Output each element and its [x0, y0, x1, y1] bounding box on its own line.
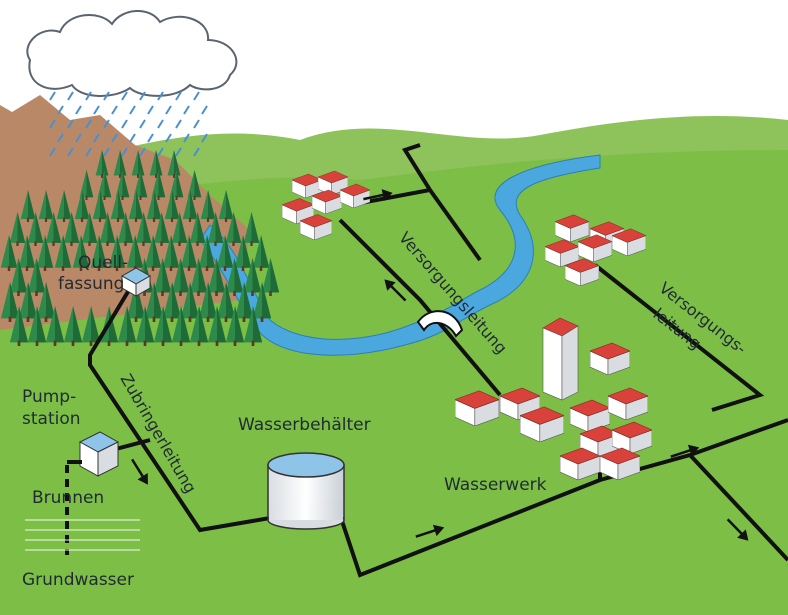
label-wasserwerk: Wasserwerk — [444, 475, 547, 495]
versorgungsleitung-mid-pipe — [338, 218, 502, 397]
rain-icon — [49, 91, 208, 157]
river — [199, 154, 601, 356]
label-quellfassung-2: fassung — [58, 274, 124, 294]
label-pumpstation-2: station — [22, 409, 81, 429]
label-wasserbehaelter: Wasserbehälter — [238, 415, 371, 435]
upper-village-pipe — [349, 143, 482, 262]
tank-icon — [267, 452, 345, 530]
cloud-icon — [26, 9, 238, 97]
groundwater — [25, 519, 140, 551]
pumpstation-building — [78, 431, 120, 477]
mountain — [0, 95, 250, 330]
versorgungsleitung-right-pipe — [593, 263, 765, 412]
quellfassung-building — [120, 267, 152, 297]
zubringerleitung-pipe — [88, 283, 271, 533]
label-pumpstation-1: Pump- — [22, 387, 76, 407]
bridge-icon — [416, 310, 464, 338]
wasserwerk-tower — [542, 317, 579, 401]
outflow-pipe — [688, 453, 788, 562]
label-grundwasser: Grundwasser — [22, 570, 134, 590]
label-brunnen: Brunnen — [32, 488, 104, 508]
label-quellfassung-1: Quell- — [78, 253, 128, 273]
